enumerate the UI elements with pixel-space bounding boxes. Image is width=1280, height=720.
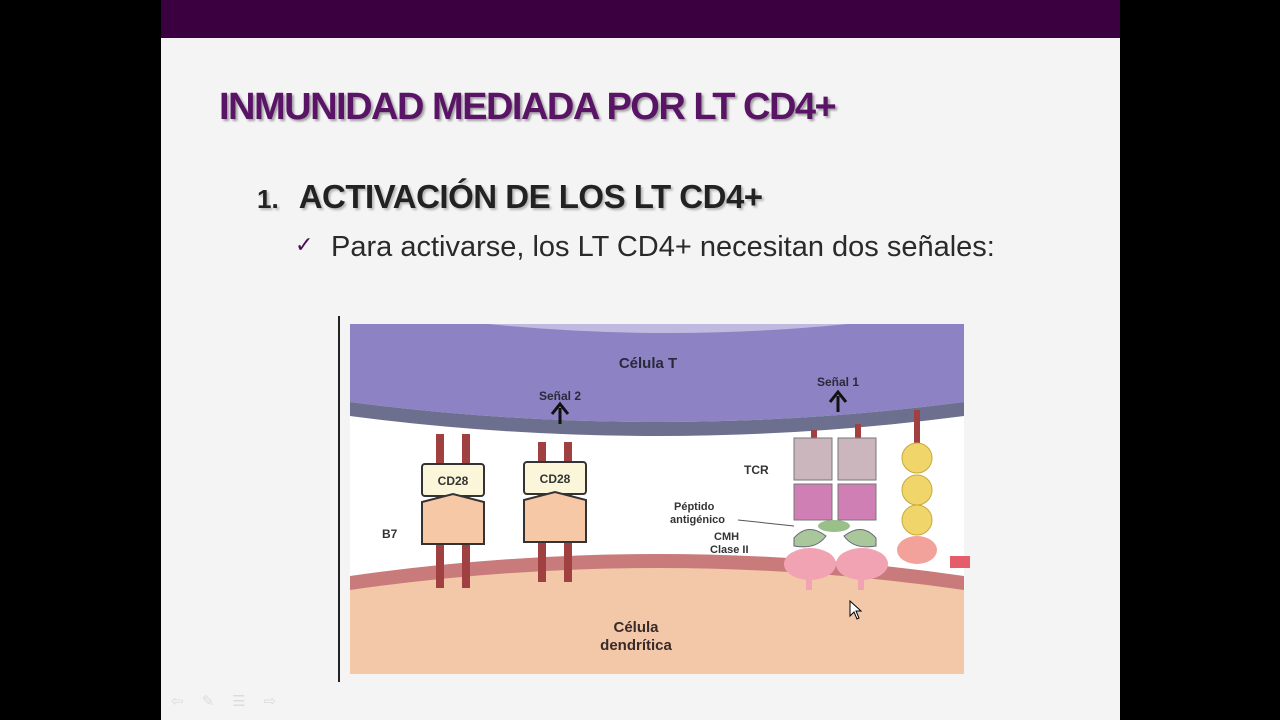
arrow-left-icon[interactable]: ⇦ [171,693,184,710]
checkmark-icon: ✓ [295,232,314,257]
label-mhc-2: Clase II [710,544,749,556]
label-tcr: TCR [744,463,769,477]
menu-icon[interactable]: ☰ [232,693,246,710]
slide-title: INMUNIDAD MEDIADA POR LT CD4+ [219,86,837,128]
section-title: ACTIVACIÓN DE LOS LT CD4+ [298,178,763,215]
tcr-mhc-complex [784,424,888,590]
section-heading: 1. ACTIVACIÓN DE LOS LT CD4+ [257,178,763,216]
label-peptide-2: antigénico [670,514,725,526]
t-cell-membrane [350,402,964,436]
dendritic-cell-body [350,564,964,674]
label-signal-2: Señal 2 [539,389,581,403]
top-bar [161,0,1120,38]
bullet-text: Para activarse, los LT CD4+ necesitan do… [331,231,995,263]
pen-icon[interactable]: ✎ [201,693,215,710]
slide-nav-controls: ⇦ ✎ ☰ ⇨ [171,692,276,710]
label-cd28-left: CD28 [438,474,469,488]
t-cell-highlight [488,324,848,333]
label-signal-1: Señal 1 [817,375,859,389]
activation-diagram: Célula T Señal 2 Señal 1 CD28 CD28 B7 TC… [338,314,978,684]
label-dendritic-1: Célula [613,619,659,636]
t-cell-body [350,324,964,422]
label-b7: B7 [382,527,398,541]
cd28-b7-complex-left [421,434,485,588]
cd4-molecule [897,410,937,564]
section-number: 1. [257,184,279,214]
peptide-pointer-line [737,519,795,527]
slide: INMUNIDAD MEDIADA POR LT CD4+ 1. ACTIVAC… [161,0,1120,720]
label-mhc-1: CMH [714,531,739,543]
signal-2-arrow-icon [550,401,570,424]
label-peptide-1: Péptido [674,501,715,513]
label-dendritic-2: dendrítica [600,637,672,654]
mouse-cursor-icon [849,600,863,620]
membrane-marker [950,556,970,568]
label-t-cell: Célula T [619,355,677,372]
arrow-right-icon[interactable]: ⇨ [263,693,277,710]
cd28-b7-complex-right [523,442,587,582]
bullet-item: ✓ Para activarse, los LT CD4+ necesitan … [295,228,1059,266]
signal-1-arrow-icon [828,389,848,412]
label-cd28-right: CD28 [540,472,571,486]
diagram-svg: Célula T Señal 2 Señal 1 CD28 CD28 B7 TC… [338,316,970,682]
